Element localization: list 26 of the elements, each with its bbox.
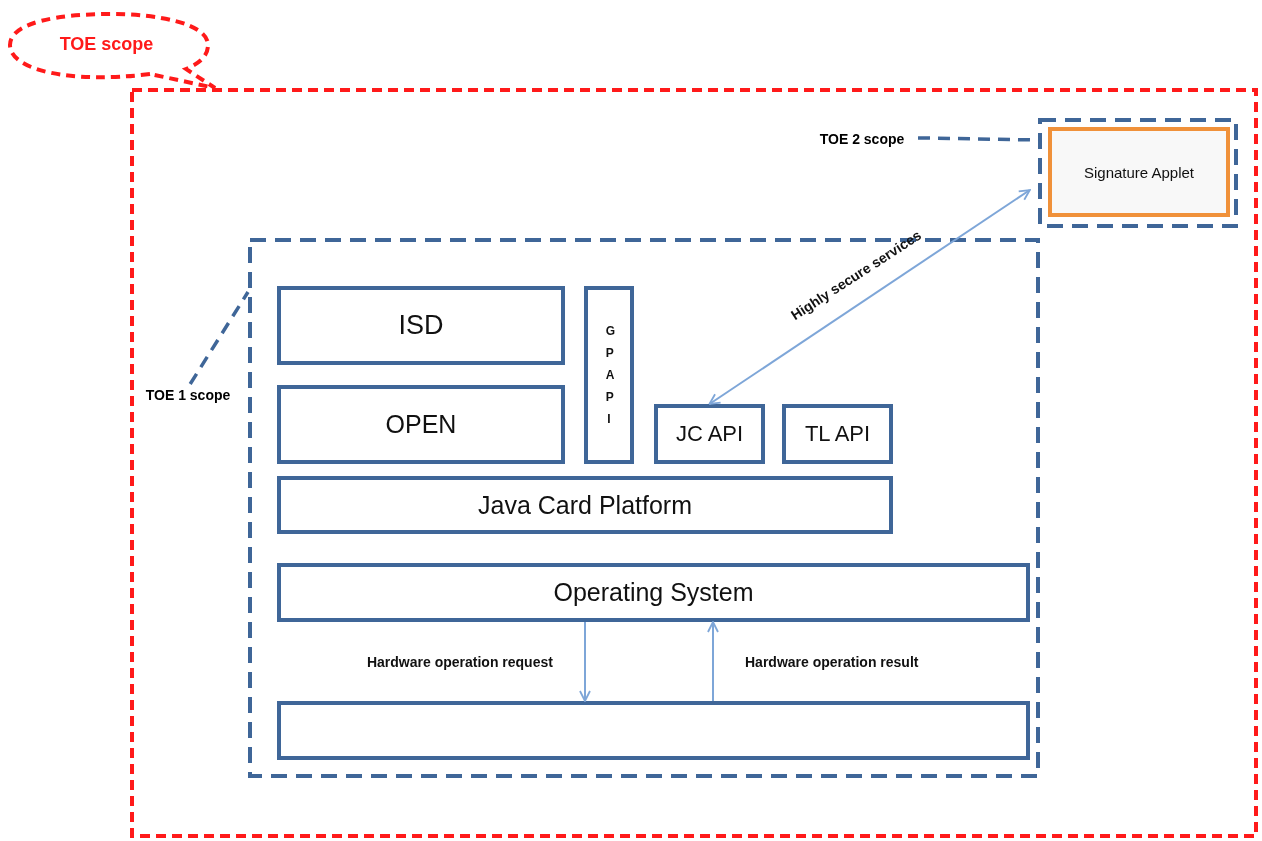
- edge-label: Hardware operation request: [364, 653, 555, 670]
- applet-box: [1048, 127, 1230, 217]
- box-label: Java Card Platform: [478, 490, 692, 520]
- callout-label: TOE scope: [59, 33, 154, 55]
- box-label: ISD: [398, 310, 444, 341]
- box-label: JC API: [675, 421, 744, 447]
- layer-box: [782, 404, 893, 464]
- leader-line: [188, 291, 250, 385]
- layer-box: [277, 385, 565, 464]
- layer-box: [277, 476, 893, 534]
- edge-label: Hardware operation result: [743, 653, 921, 670]
- box-label: Signature Applet: [1083, 163, 1195, 181]
- box-label: TL API: [804, 421, 871, 447]
- layer-box: [277, 701, 1030, 760]
- layer-box: [654, 404, 765, 464]
- arrow: [579, 621, 591, 702]
- scope-label: TOE 1 scope: [145, 387, 231, 403]
- layer-box: [277, 563, 1030, 622]
- double-arrow: [708, 189, 1031, 405]
- arrow: [707, 621, 719, 702]
- box-label: GP API: [605, 322, 613, 429]
- scope-label: TOE 2 scope: [819, 131, 905, 147]
- box-label: OPEN: [385, 410, 457, 439]
- layer-box: [584, 286, 634, 464]
- layer-box: [277, 286, 565, 365]
- box-label: Operating System: [553, 578, 754, 607]
